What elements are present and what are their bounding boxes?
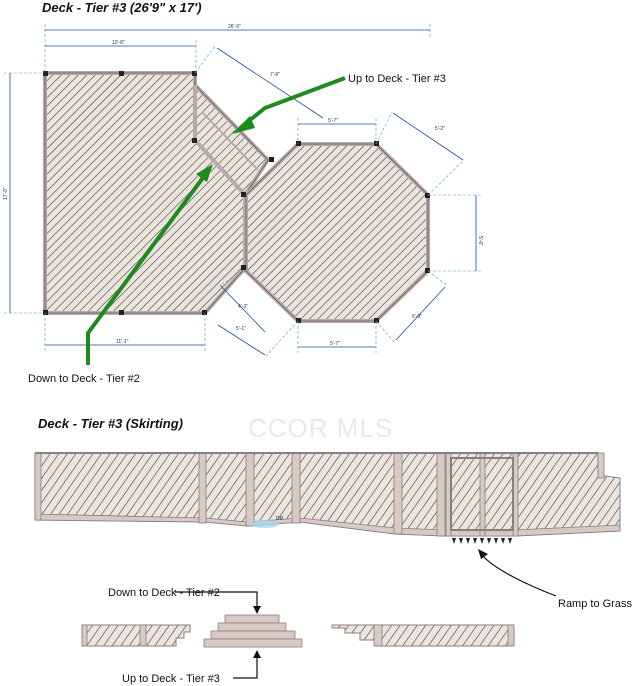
label-ramp-to-grass: Ramp to Grass	[558, 598, 632, 610]
dim-left-width: 10'-8"	[112, 40, 125, 46]
dim-oct-top: 5'-7"	[328, 118, 338, 124]
dim-diag-lower-a: 4'-3"	[238, 304, 248, 310]
arrow-up-icon	[253, 650, 261, 658]
dim-height: 17'-0"	[3, 187, 9, 200]
label-up-to-tier-3: Up to Deck - Tier #3	[348, 73, 446, 85]
dim-oct-right: 5'-6"	[477, 236, 483, 246]
green-arrows	[86, 76, 346, 365]
deck-plan-title: Deck - Tier #3 (26'9" x 17')	[42, 0, 202, 15]
deck-octagon	[244, 142, 430, 323]
ramp-anchor-icons	[452, 538, 512, 544]
dim-oct-bottom-right: 5'-0"	[412, 314, 422, 320]
ramp-arrow	[478, 549, 557, 597]
dim-oct-bottom: 5'-7"	[330, 341, 340, 347]
label-stairs-down: Down to Deck - Tier #2	[108, 587, 220, 599]
stairs-elevation	[81, 614, 515, 648]
label-stairs-up: Up to Deck - Tier #3	[122, 673, 220, 685]
watermark: CCOR MLS	[248, 413, 393, 443]
dim-oct-right-top: 5'-2"	[435, 126, 445, 132]
label-down-to-tier-2: Down to Deck - Tier #2	[28, 373, 140, 385]
skirting-elevation: DR	[34, 452, 621, 544]
dimension-lines: 26'-9" 10'-8" 17'-0" 7'-9" 5'-7" 5'-2" 5…	[3, 24, 483, 357]
dim-overall-width: 26'-9"	[228, 24, 241, 30]
stairs-arrows	[175, 591, 261, 679]
dim-diag-top: 7'-9"	[270, 72, 280, 78]
deck-posts	[43, 71, 430, 323]
down-arrow-icon	[86, 173, 207, 365]
skirting-dr-label: DR	[276, 516, 284, 522]
skirting-title: Deck - Tier #3 (Skirting)	[38, 416, 183, 431]
arrow-down-icon	[253, 606, 261, 614]
dim-bottom-left: 11'-1"	[116, 339, 129, 345]
dim-diag-lower-b: 5'-1"	[236, 326, 246, 332]
